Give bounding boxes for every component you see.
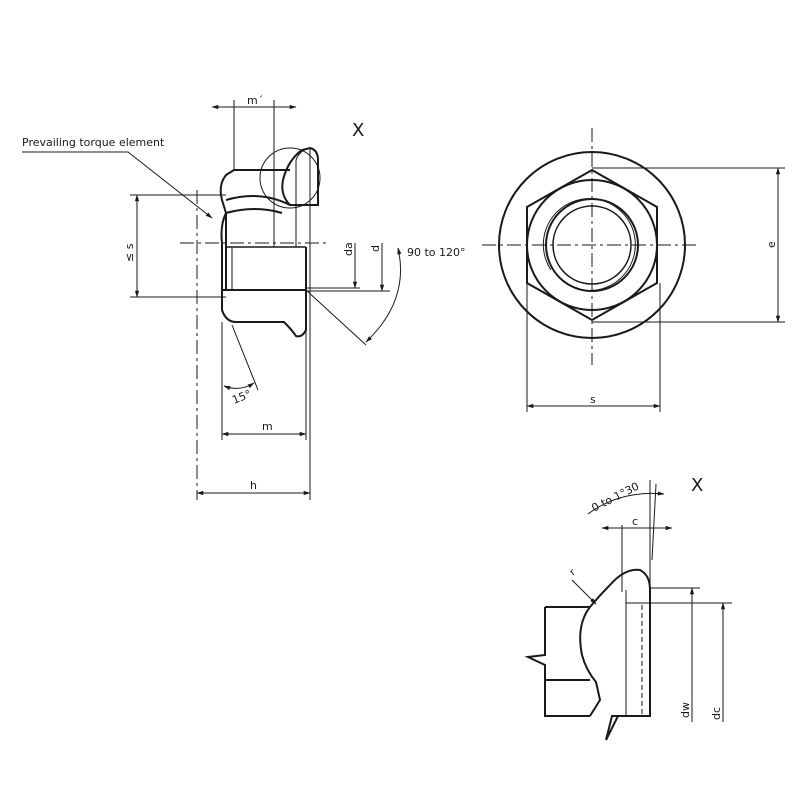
angle-arc [365, 247, 402, 343]
angle-range-label: 90 to 120° [407, 246, 466, 259]
dc-label: dc [710, 707, 723, 720]
thread-arc [542, 198, 636, 292]
m-label: m [262, 420, 273, 433]
hex-body-mid-edge [225, 208, 283, 214]
da-label: da [342, 242, 355, 256]
torque-tab-inner [295, 148, 309, 161]
detail-angle-label: 0 to 1°30 [589, 480, 641, 515]
flange-outer-circle [498, 151, 686, 339]
detail-angle-ref [651, 483, 657, 561]
flange-section [221, 289, 307, 338]
torque-element-tab [281, 146, 319, 206]
prevailing-torque-label: Prevailing torque element [22, 136, 165, 149]
side-view: m´ Prevailing torque element X ≤ s da d … [22, 94, 466, 500]
view-x-label-detail: X [691, 475, 703, 496]
hex-body-upper [219, 169, 235, 290]
front-view: e s [482, 128, 785, 412]
s-le-label: ≤ s [123, 243, 136, 262]
detail-x-view: X r c 0 to 1°30 dw dc [524, 475, 732, 741]
r-label: r [568, 567, 579, 579]
detail-angle-arc [587, 491, 665, 515]
s-label: s [590, 393, 596, 406]
dw-label: dw [679, 702, 692, 718]
detail-tab-outline [589, 568, 651, 741]
hex-outline [526, 168, 658, 322]
e-label: e [765, 241, 778, 248]
r-leader [571, 579, 597, 605]
detail-body-outline [524, 606, 590, 717]
detail-tab-inner [579, 606, 602, 717]
d-label: d [369, 245, 382, 252]
angle-leg-1 [305, 289, 367, 346]
detail-x-circle [259, 147, 321, 209]
h-label: h [250, 479, 257, 492]
angle15-leg [231, 324, 259, 391]
angle15-label: 15° [230, 387, 253, 406]
bore-inner-circle [552, 205, 632, 285]
washer-face-circle [526, 179, 658, 311]
view-x-label-top: X [352, 120, 364, 141]
m-prime-label: m´ [247, 94, 263, 107]
c-label: c [632, 515, 638, 528]
prevailing-torque-leader [22, 151, 213, 219]
hex-body-bottom-arc [225, 195, 291, 206]
angle15-arc [223, 382, 255, 391]
